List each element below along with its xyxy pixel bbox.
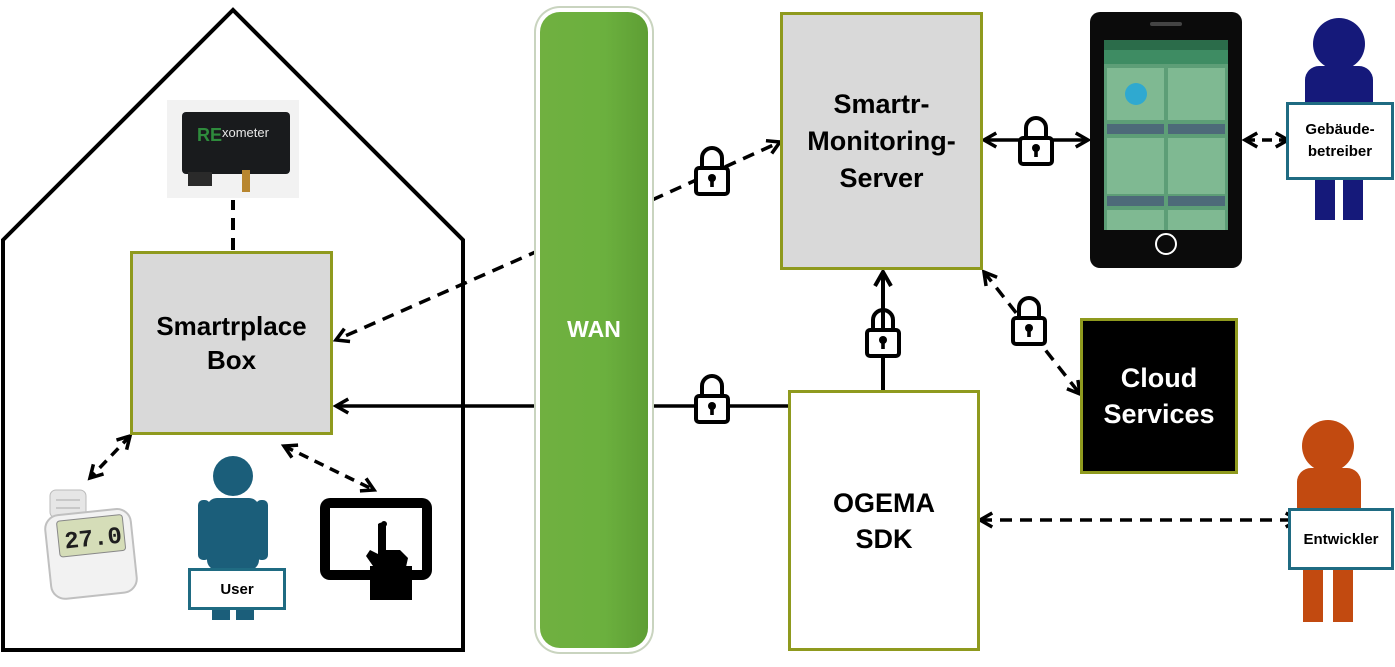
thermostat-device-image: 27.0 bbox=[44, 489, 138, 600]
user-label: User bbox=[188, 568, 286, 610]
tablet-icon bbox=[320, 498, 432, 600]
developer-label: Entwickler bbox=[1288, 508, 1394, 570]
lock-icon bbox=[1018, 116, 1054, 166]
lock-icon bbox=[694, 146, 730, 196]
thermostat-display: 27.0 bbox=[63, 524, 123, 557]
operator-label: Gebäude- betreiber bbox=[1286, 102, 1394, 180]
monitoring-server-box: Smartr- Monitoring- Server bbox=[780, 12, 983, 270]
line-box-tablet bbox=[280, 443, 378, 493]
line-server-cloud bbox=[981, 269, 1083, 397]
lock-icon bbox=[1011, 296, 1047, 346]
rexometer-brand-rest: xometer bbox=[222, 125, 270, 140]
wan-bar: WAN bbox=[540, 12, 648, 648]
cloud-services-box: Cloud Services bbox=[1080, 318, 1238, 474]
wan-label: WAN bbox=[567, 316, 621, 342]
line-box-thermostat bbox=[87, 433, 133, 481]
house-outline bbox=[1, 7, 465, 652]
rexometer-device-image: RE xometer bbox=[167, 100, 299, 198]
line-wan-to-box-dashed bbox=[332, 248, 541, 344]
rexometer-brand-re: RE bbox=[197, 125, 222, 145]
smartrplace-box: Smartrplace Box bbox=[130, 251, 333, 435]
smartphone-image bbox=[1090, 12, 1242, 268]
lock-icon bbox=[694, 374, 730, 424]
ogema-sdk-box: OGEMA SDK bbox=[788, 390, 980, 651]
